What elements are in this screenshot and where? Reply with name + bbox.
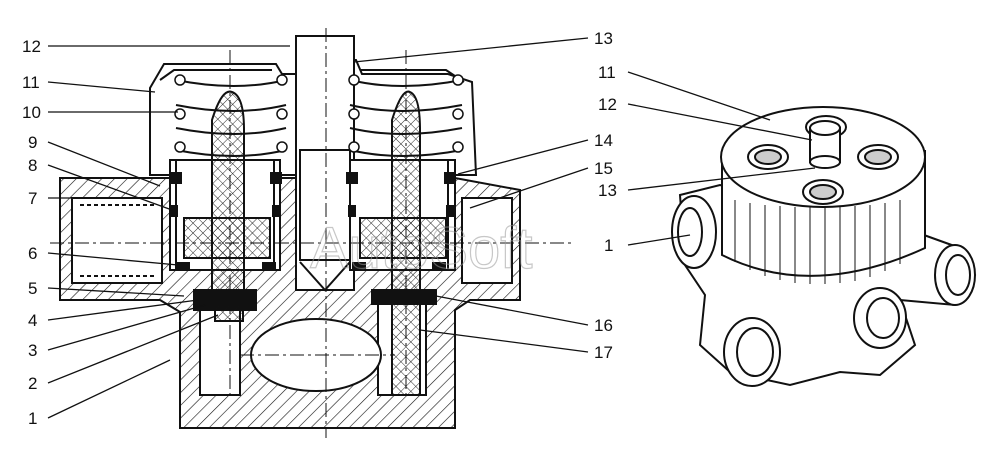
perspective-labels: 11 12 13 1 — [598, 63, 617, 255]
callout-number: 12 — [22, 37, 41, 56]
callout-number: 13 — [598, 181, 617, 200]
callout-number: 17 — [594, 343, 613, 362]
central-stem — [295, 35, 355, 291]
callout-number: 14 — [594, 131, 613, 150]
section-labels-left: 12 11 10 9 8 7 6 5 4 3 2 1 — [22, 37, 41, 428]
watermark: AutoSoft — [310, 216, 532, 281]
callout-number: 8 — [28, 156, 37, 175]
callout-number: 4 — [28, 311, 37, 330]
callout-number: 5 — [28, 279, 37, 298]
callout-number: 11 — [22, 73, 40, 92]
callout-number: 12 — [598, 95, 617, 114]
callout-number: 7 — [28, 189, 37, 208]
callout-number: 16 — [594, 316, 613, 335]
leader-lines — [47, 37, 816, 419]
callout-number: 13 — [594, 29, 613, 48]
callout-number: 11 — [598, 63, 616, 82]
callout-number: 3 — [28, 341, 37, 360]
section-view — [50, 28, 575, 438]
section-labels-right: 13 14 15 16 17 — [594, 29, 613, 362]
left-valve-rod — [211, 90, 245, 301]
callout-number: 9 — [28, 133, 37, 152]
callout-number: 15 — [594, 159, 613, 178]
callout-number: 6 — [28, 244, 37, 263]
perspective-view — [671, 106, 977, 387]
callout-number: 1 — [28, 409, 37, 428]
right-spring — [349, 79, 463, 157]
callout-number: 1 — [604, 236, 613, 255]
left-spring — [175, 79, 287, 157]
callout-number: 10 — [22, 103, 41, 122]
callout-number: 2 — [28, 374, 37, 393]
